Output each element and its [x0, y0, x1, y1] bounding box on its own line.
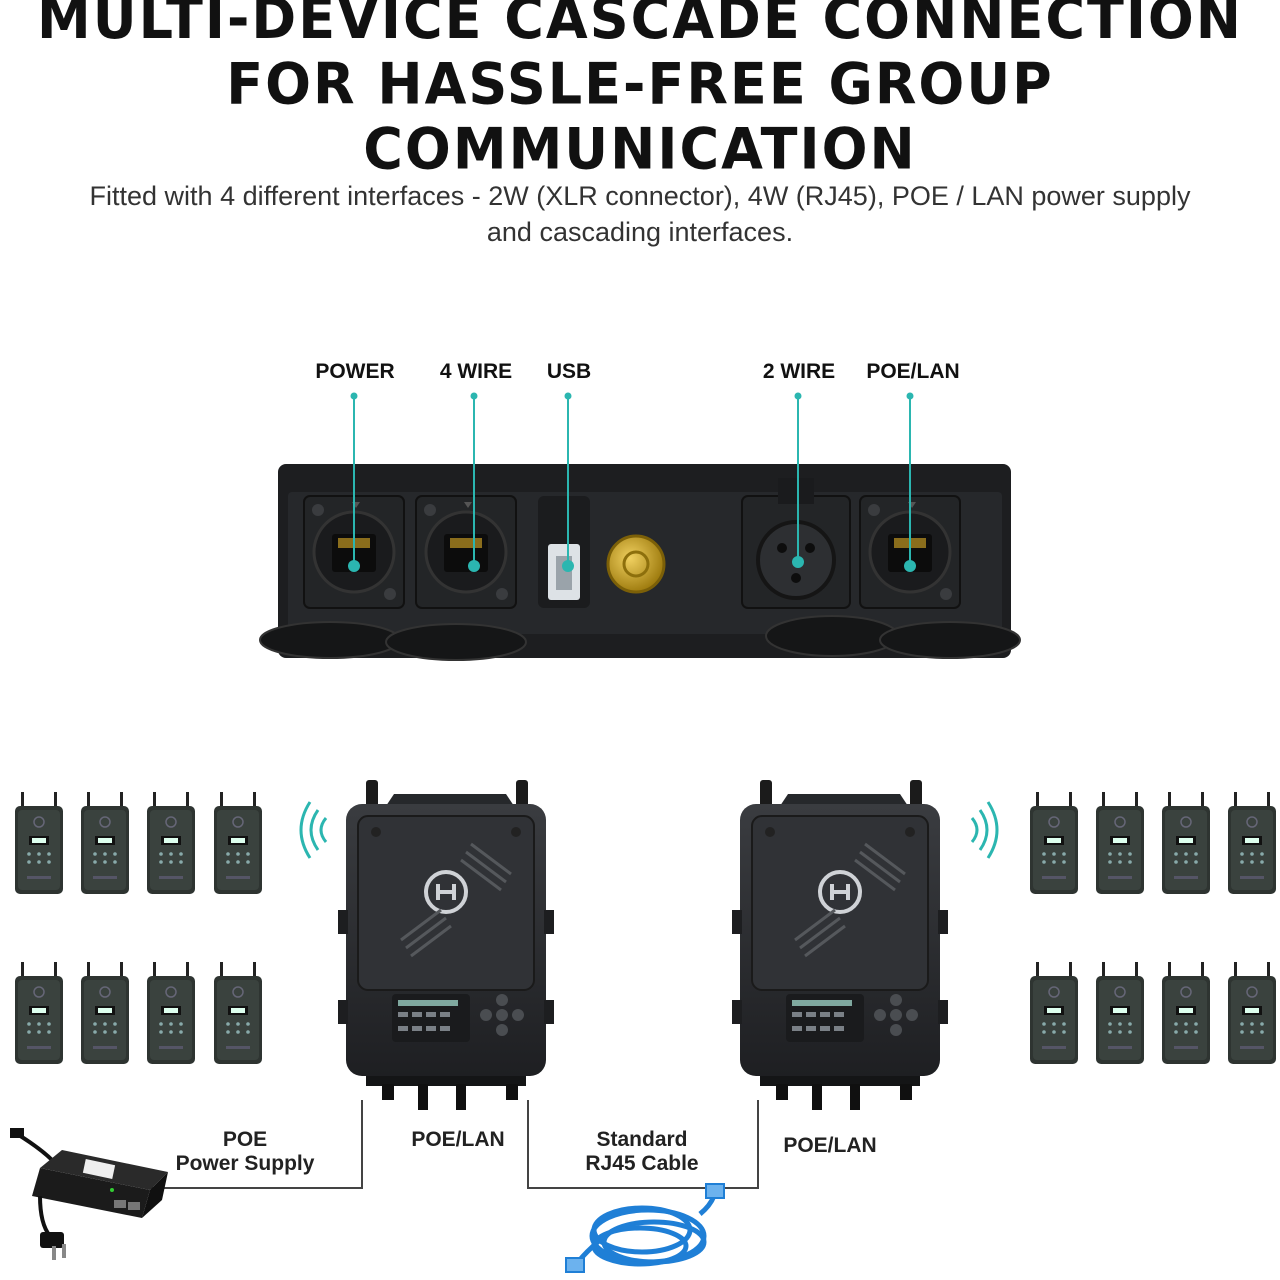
- wireless-signal-icon-right: [970, 801, 999, 859]
- gold-connector-icon: [606, 534, 666, 594]
- subtitle-line-1: Fitted with 4 different interfaces - 2W …: [89, 181, 1191, 211]
- poe-power-supply-label: POE Power Supply: [175, 1128, 315, 1175]
- rj45-cable-icon: [576, 1195, 717, 1267]
- usb-port-icon: [538, 496, 590, 608]
- xlr-port-icon: [741, 478, 851, 609]
- wireless-signal-icon-left: [299, 801, 328, 859]
- base-station-right: [730, 778, 950, 1112]
- beltpacks-right: [1029, 791, 1277, 1065]
- port-label-power: POWER: [315, 360, 395, 383]
- page-title-line-1: MULTI-DEVICE CASCADE CONNECTION: [36, 0, 1244, 52]
- four-wire-port-icon: [414, 494, 518, 610]
- rj45-cable-label: Standard RJ45 Cable: [585, 1128, 699, 1175]
- page-title-line-2: FOR HASSLE-FREE GROUP COMMUNICATION: [226, 50, 1054, 183]
- port-pointer-lines: [353, 396, 911, 566]
- beltpacks-left: [14, 791, 263, 1065]
- connection-lines: [150, 1100, 759, 1189]
- port-label-poe-lan: POE/LAN: [866, 360, 960, 383]
- poe-lan-label-right: POE/LAN: [783, 1134, 877, 1157]
- port-label-2-wire: 2 WIRE: [762, 360, 836, 383]
- subtitle: Fitted with 4 different interfaces - 2W …: [60, 178, 1220, 250]
- subtitle-line-2: and cascading interfaces.: [486, 217, 794, 247]
- port-label-4-wire: 4 WIRE: [439, 360, 513, 383]
- poe-power-supply-icon: [10, 1128, 168, 1260]
- poe-lan-label-left: POE/LAN: [411, 1128, 505, 1151]
- device-back-panel: [259, 464, 1021, 661]
- port-label-usb: USB: [546, 360, 592, 383]
- base-station-left: [336, 778, 556, 1112]
